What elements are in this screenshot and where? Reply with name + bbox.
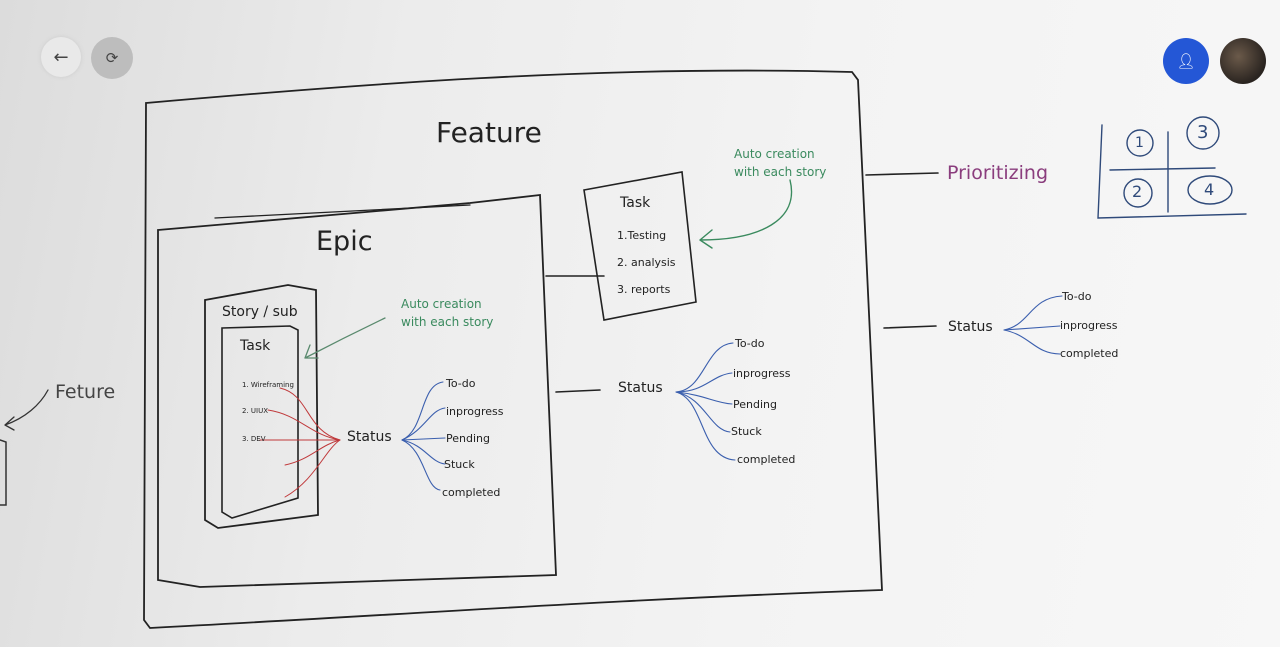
status-item: To-do	[446, 377, 476, 390]
epic-title: Epic	[316, 226, 373, 257]
feature-status-label: Status	[618, 380, 663, 396]
story-task-title: Task	[240, 338, 271, 354]
status-item: To-do	[1062, 290, 1092, 303]
status-item: completed	[1060, 347, 1119, 360]
back-button[interactable]: ←	[41, 37, 81, 77]
partial-shape	[0, 439, 7, 506]
left-arrow	[4, 389, 49, 431]
feature-status-branches	[675, 342, 736, 461]
feature-task-item: 3. reports	[617, 283, 671, 296]
annotation-arrow	[304, 317, 386, 359]
matrix-cell: 1	[1135, 135, 1144, 151]
story-task-item: 1. Wireframing	[242, 381, 294, 389]
status-item: completed	[737, 453, 796, 466]
matrix-cell: 3	[1197, 122, 1209, 143]
user-avatar[interactable]	[1220, 38, 1266, 84]
epic-box	[157, 193, 557, 588]
matrix-cell: 4	[1204, 180, 1215, 199]
annotation-line: with each story	[401, 315, 494, 329]
priority-matrix	[1097, 116, 1247, 219]
story-task-box	[221, 325, 299, 519]
story-task-item: 3. DEV	[242, 435, 266, 443]
status-item: Stuck	[731, 425, 762, 438]
feature-task-item: 1.Testing	[617, 229, 667, 242]
epic-status-label: Status	[347, 429, 392, 445]
story-box	[204, 284, 319, 529]
status-item: completed	[442, 486, 501, 499]
share-button[interactable]: 👤︎	[1163, 38, 1209, 84]
sync-button[interactable]: ⟳	[91, 37, 133, 79]
story-task-item: 2. UIUX	[242, 407, 269, 415]
story-title: Story / sub	[222, 304, 298, 320]
outer-status-branches	[1003, 295, 1063, 355]
feature-task-title: Task	[620, 195, 651, 211]
annotation-line: with each story	[734, 165, 827, 179]
outer-status-label: Status	[948, 319, 993, 335]
status-item: inprogress	[733, 367, 791, 380]
status-item: Pending	[446, 432, 490, 445]
sync-icon: ⟳	[105, 49, 119, 67]
epic-status-branches	[401, 381, 446, 491]
annotation-line: Auto creation	[734, 147, 815, 161]
annotation-line: Auto creation	[401, 297, 482, 311]
task-status-links	[259, 387, 341, 498]
status-item: To-do	[735, 337, 765, 350]
feature-box	[143, 69, 883, 629]
feature-task-item: 2. analysis	[617, 256, 676, 269]
left-feature-label: Feture	[55, 381, 116, 403]
status-item: Pending	[733, 398, 777, 411]
arrow-left-icon: ←	[53, 46, 69, 68]
add-user-icon: 👤︎	[1176, 52, 1196, 70]
feature-title: Feature	[436, 116, 542, 149]
status-item: Stuck	[444, 458, 475, 471]
matrix-cell: 2	[1132, 182, 1143, 201]
status-item: inprogress	[1060, 319, 1118, 332]
annotation-arrow	[699, 179, 793, 249]
prioritizing-label: Prioritizing	[947, 162, 1049, 184]
status-item: inprogress	[446, 405, 504, 418]
